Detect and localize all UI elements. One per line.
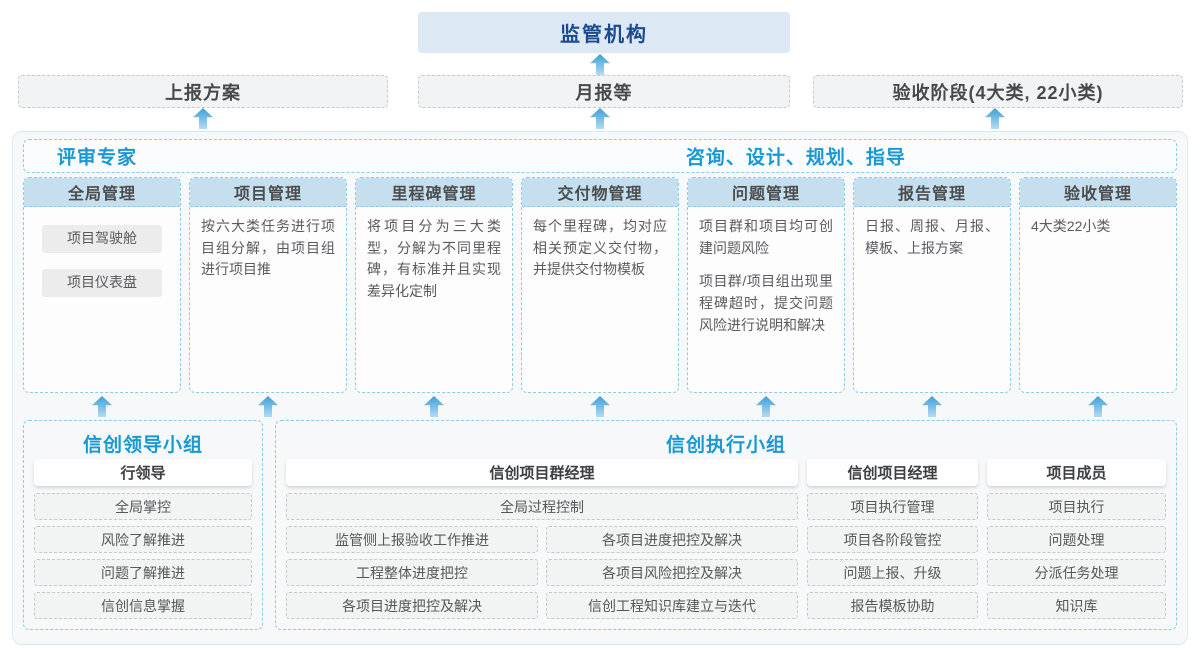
member-item: 分派任务处理 [987, 559, 1167, 586]
project-manager-item: 问题上报、升级 [807, 559, 979, 586]
column-description: 按六大类任务进行项目组分解，由项目组进行项目推 [201, 218, 335, 278]
execution-group: 信创执行小组 信创项目群经理 全局过程控制 监管侧上报验收工作推进 各项目进度把… [275, 420, 1177, 630]
up-arrow-icon [590, 108, 610, 129]
up-arrow-icon [92, 396, 112, 417]
column-header: 验收管理 [1020, 178, 1176, 207]
project-member-section: 项目成员 项目执行 问题处理 分派任务处理 知识库 [987, 459, 1167, 619]
project-manager-role: 信创项目经理 [807, 459, 979, 486]
column-header: 交付物管理 [522, 178, 678, 207]
pm-item: 监管侧上报验收工作推进 [286, 526, 539, 553]
program-manager-section: 信创项目群经理 全局过程控制 监管侧上报验收工作推进 各项目进度把控及解决 工程… [286, 459, 799, 619]
column-milestone-mgmt: 里程碑管理 将项目分为三大类型，分解为不同里程碑，有标准并且实现差异化定制 [355, 177, 513, 393]
column-description: 日报、周报、月报、模板、上报方案 [865, 218, 999, 256]
bank-leader-role: 行领导 [34, 459, 252, 486]
bottom-groups: 信创领导小组 行领导 全局掌控 风险了解推进 问题了解推进 信创信息掌握 信创执… [23, 420, 1177, 630]
column-description: 项目群/项目组出现里程碑超时，提交问题风险进行说明和解决 [699, 273, 833, 333]
pm-item: 各项目进度把控及解决 [286, 592, 539, 619]
member-item: 问题处理 [987, 526, 1167, 553]
up-arrow-icon [424, 396, 444, 417]
project-manager-item: 项目执行管理 [807, 493, 979, 520]
column-description: 4大类22小类 [1031, 218, 1111, 234]
project-member-role: 项目成员 [987, 459, 1167, 486]
column-header: 问题管理 [688, 178, 844, 207]
column-arrows-row [23, 393, 1177, 420]
project-manager-item: 报告模板协助 [807, 592, 979, 619]
pm-item: 各项目进度把控及解决 [546, 526, 799, 553]
pm-item: 信创工程知识库建立与迭代 [546, 592, 799, 619]
column-description: 项目群和项目均可创建问题风险 [699, 218, 833, 256]
column-header: 全局管理 [24, 178, 180, 207]
up-arrow-icon [590, 54, 610, 75]
report-plan-label: 上报方案 [165, 82, 241, 103]
acceptance-stage-label: 验收阶段(4大类, 22小类) [892, 82, 1104, 103]
main-panel: 评审专家 咨询、设计、规划、指导 全局管理 项目驾驶舱 项目仪表盘 项目管理 按… [12, 131, 1188, 645]
column-issue-mgmt: 问题管理 项目群和项目均可创建问题风险 项目群/项目组出现里程碑超时，提交问题风… [687, 177, 845, 393]
report-plan-box: 上报方案 [18, 75, 388, 108]
leader-item: 信创信息掌握 [34, 592, 252, 619]
column-description: 将项目分为三大类型，分解为不同里程碑，有标准并且实现差异化定制 [367, 218, 501, 300]
project-manager-item: 项目各阶段管控 [807, 526, 979, 553]
program-manager-role: 信创项目群经理 [286, 459, 799, 486]
column-header: 报告管理 [854, 178, 1010, 207]
column-report-mgmt: 报告管理 日报、周报、月报、模板、上报方案 [853, 177, 1011, 393]
leader-item: 全局掌控 [34, 493, 252, 520]
regulator-box: 监管机构 [418, 12, 790, 53]
leadership-group: 信创领导小组 行领导 全局掌控 风险了解推进 问题了解推进 信创信息掌握 [23, 420, 263, 630]
column-header: 项目管理 [190, 178, 346, 207]
member-item: 项目执行 [987, 493, 1167, 520]
monthly-report-label: 月报等 [575, 82, 633, 103]
pm-item: 工程整体进度把控 [286, 559, 539, 586]
management-columns: 全局管理 项目驾驶舱 项目仪表盘 项目管理 按六大类任务进行项目组分解，由项目组… [23, 177, 1177, 393]
project-dashboard-pill: 项目仪表盘 [42, 269, 162, 297]
up-arrow-icon [922, 396, 942, 417]
up-arrow-icon [1088, 396, 1108, 417]
up-arrow-icon [590, 396, 610, 417]
column-acceptance-mgmt: 验收管理 4大类22小类 [1019, 177, 1177, 393]
column-description: 每个里程碑，均对应相关预定义交付物，并提供交付物模板 [533, 218, 667, 278]
pm-item: 各项目风险把控及解决 [546, 559, 799, 586]
column-project-mgmt: 项目管理 按六大类任务进行项目组分解，由项目组进行项目推 [189, 177, 347, 393]
acceptance-stage-box: 验收阶段(4大类, 22小类) [813, 75, 1183, 108]
leader-item: 问题了解推进 [34, 559, 252, 586]
project-manager-section: 信创项目经理 项目执行管理 项目各阶段管控 问题上报、升级 报告模板协助 [807, 459, 979, 619]
up-arrow-icon [258, 396, 278, 417]
pm-item: 全局过程控制 [286, 493, 799, 520]
leadership-group-title: 信创领导小组 [82, 434, 203, 456]
execution-group-title: 信创执行小组 [665, 434, 786, 456]
expert-band: 评审专家 咨询、设计、规划、指导 [23, 139, 1177, 173]
consulting-design-label: 咨询、设计、规划、指导 [685, 147, 906, 169]
member-item: 知识库 [987, 592, 1167, 619]
column-global-mgmt: 全局管理 项目驾驶舱 项目仪表盘 [23, 177, 181, 393]
review-experts-label: 评审专家 [57, 147, 138, 169]
regulator-label: 监管机构 [560, 24, 648, 46]
column-deliverable-mgmt: 交付物管理 每个里程碑，均对应相关预定义交付物，并提供交付物模板 [521, 177, 679, 393]
leader-item: 风险了解推进 [34, 526, 252, 553]
up-arrow-icon [985, 108, 1005, 129]
column-header: 里程碑管理 [356, 178, 512, 207]
project-cockpit-pill: 项目驾驶舱 [42, 225, 162, 253]
up-arrow-icon [756, 396, 776, 417]
monthly-report-box: 月报等 [418, 75, 790, 108]
up-arrow-icon [193, 108, 213, 129]
